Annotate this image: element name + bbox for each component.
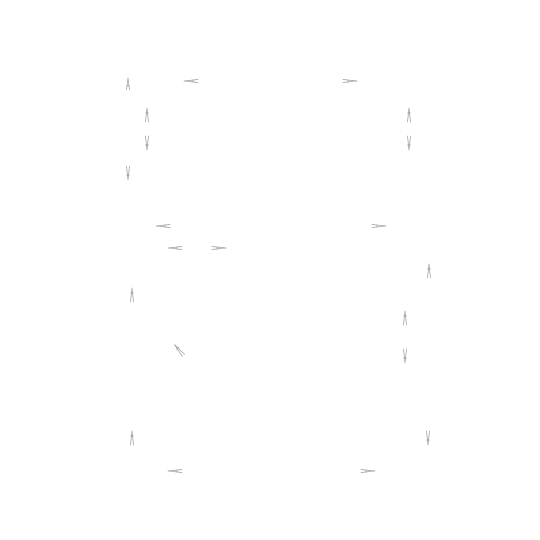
vertical-arrow-icon	[407, 107, 411, 123]
horizontal-arrow-icon	[371, 224, 387, 228]
vertical-arrow-icon	[130, 287, 134, 303]
vertical-arrow-icon	[126, 77, 130, 91]
vertical-arrow-icon	[145, 135, 149, 151]
vertical-arrow-icon	[130, 430, 134, 446]
horizontal-arrow-icon	[167, 469, 183, 473]
horizontal-arrow-icon	[360, 469, 376, 473]
horizontal-arrow-icon	[342, 79, 358, 83]
horizontal-arrow-icon	[211, 246, 227, 250]
vertical-arrow-icon	[126, 165, 130, 181]
horizontal-arrow-icon	[167, 246, 183, 250]
vertical-arrow-icon	[145, 107, 149, 123]
horizontal-arrow-icon	[183, 79, 199, 83]
vertical-arrow-icon	[403, 310, 407, 326]
diagonal-arrow-icon	[174, 344, 185, 357]
vertical-arrow-icon	[426, 430, 430, 446]
horizontal-arrow-icon	[155, 224, 171, 228]
vertical-arrow-icon	[427, 263, 431, 279]
vertical-arrow-icon	[407, 135, 411, 151]
vertical-arrow-icon	[403, 348, 407, 364]
